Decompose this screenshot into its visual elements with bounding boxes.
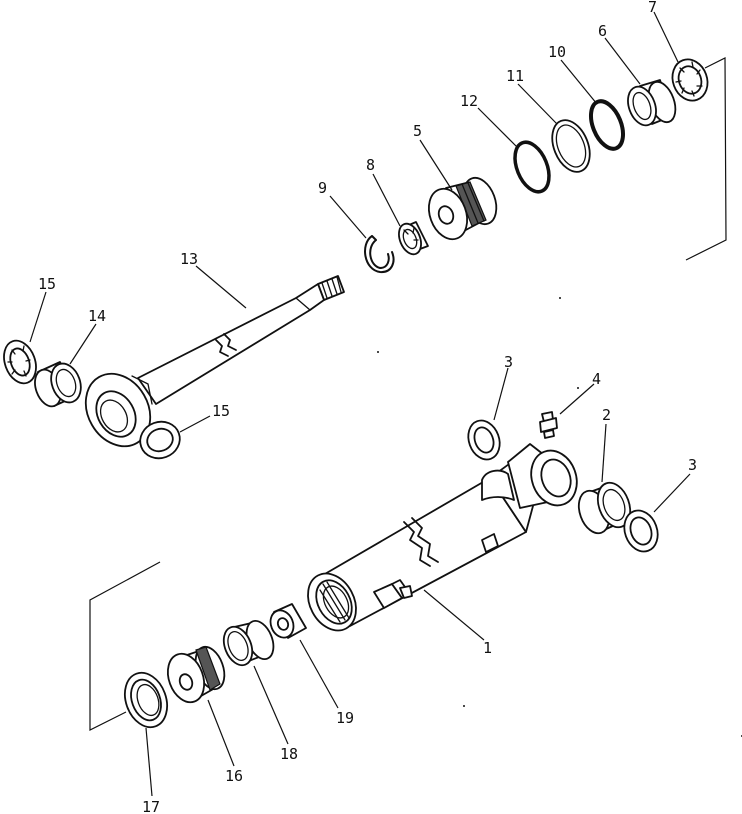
part-3-seal-right[interactable] <box>619 506 663 556</box>
callout-14: 14 <box>88 307 106 325</box>
leader-lines <box>29 11 691 797</box>
part-10-o-ring[interactable] <box>585 97 630 154</box>
callout-10: 10 <box>548 43 566 61</box>
part-7-bearing-ring[interactable] <box>667 54 713 105</box>
part-18-wear-ring[interactable] <box>218 617 278 669</box>
callout-6: 6 <box>598 22 607 40</box>
upper-bracket-line <box>685 57 727 261</box>
callout-numbers: 7 6 10 11 12 5 8 9 13 15 14 15 3 4 2 3 1… <box>38 0 697 814</box>
part-17-dust-seal[interactable] <box>118 667 175 733</box>
callout-7: 7 <box>648 0 657 16</box>
callout-12: 12 <box>460 92 478 110</box>
callout-9: 9 <box>318 179 327 197</box>
callout-13: 13 <box>180 250 198 268</box>
callout-19: 19 <box>336 709 354 727</box>
callout-18: 18 <box>280 745 298 763</box>
part-8-nut[interactable] <box>395 220 429 257</box>
callout-16: 16 <box>225 767 243 785</box>
callout-15-left: 15 <box>38 275 56 293</box>
part-6-bushing[interactable] <box>623 78 681 129</box>
part-14-bushing[interactable] <box>30 359 86 410</box>
callout-17: 17 <box>142 798 160 814</box>
callout-3-right: 3 <box>688 456 697 474</box>
callout-1: 1 <box>483 639 492 657</box>
part-19-collar[interactable] <box>267 603 307 641</box>
part-5-piston[interactable] <box>422 173 502 244</box>
part-12-ring[interactable] <box>508 137 555 196</box>
part-2-bushing[interactable] <box>573 478 636 537</box>
callout-5: 5 <box>413 122 422 140</box>
callout-3-upper: 3 <box>504 353 513 371</box>
part-9-snap-ring[interactable] <box>364 235 395 274</box>
part-15-seal-left[interactable] <box>0 336 42 388</box>
lower-bracket-line <box>89 561 161 731</box>
part-4-grease-fitting[interactable] <box>539 411 558 439</box>
part-13-piston-rod[interactable] <box>73 275 345 458</box>
part-16-cylinder-head[interactable] <box>161 643 229 707</box>
callout-4: 4 <box>592 370 601 388</box>
part-3-seal-upper[interactable] <box>463 416 505 464</box>
part-1-cylinder-tube[interactable] <box>298 443 584 639</box>
callout-15-lower: 15 <box>212 402 230 420</box>
part-11-backup-ring[interactable] <box>545 115 597 178</box>
callout-11: 11 <box>506 67 524 85</box>
part-15-seal-lower[interactable] <box>135 416 185 464</box>
callout-2: 2 <box>602 406 611 424</box>
callout-8: 8 <box>366 156 375 174</box>
